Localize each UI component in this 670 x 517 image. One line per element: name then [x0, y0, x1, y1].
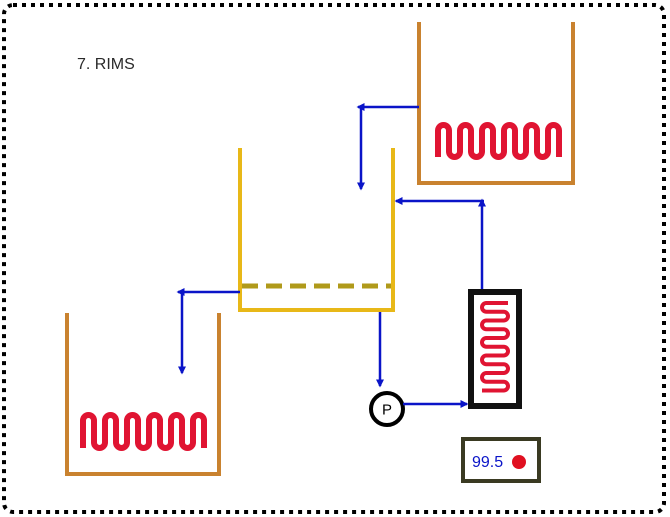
- controller-frame: [461, 437, 541, 483]
- flow-arrow-hlt-to-mash-tun: [357, 105, 419, 191]
- heating-element-icon: [435, 122, 562, 160]
- hot-liquor-tank: [417, 22, 575, 185]
- dotted-border: [2, 3, 666, 514]
- rims-heater: [468, 289, 522, 409]
- flow-lines: [176, 103, 486, 408]
- boil-kettle-vessel: [65, 313, 221, 476]
- mash-tun: [238, 148, 395, 312]
- pump: P: [369, 391, 405, 427]
- heating-element-icon: [80, 412, 207, 451]
- mash-tun-vessel: [238, 148, 395, 312]
- boil-kettle: [65, 313, 221, 476]
- diagram-title: 7. RIMS: [77, 56, 135, 73]
- flow-arrow-mash-tun-to-kettle: [178, 290, 240, 375]
- rims-heating-coil-icon: [480, 301, 510, 393]
- hot-liquor-tank-vessel: [417, 22, 575, 185]
- pump-icon: [369, 391, 405, 427]
- temperature-readout: 99.5: [472, 454, 503, 471]
- indicator-light-icon: [512, 455, 526, 469]
- pump-label: P: [382, 402, 392, 419]
- temperature-controller: 99.5: [461, 437, 541, 483]
